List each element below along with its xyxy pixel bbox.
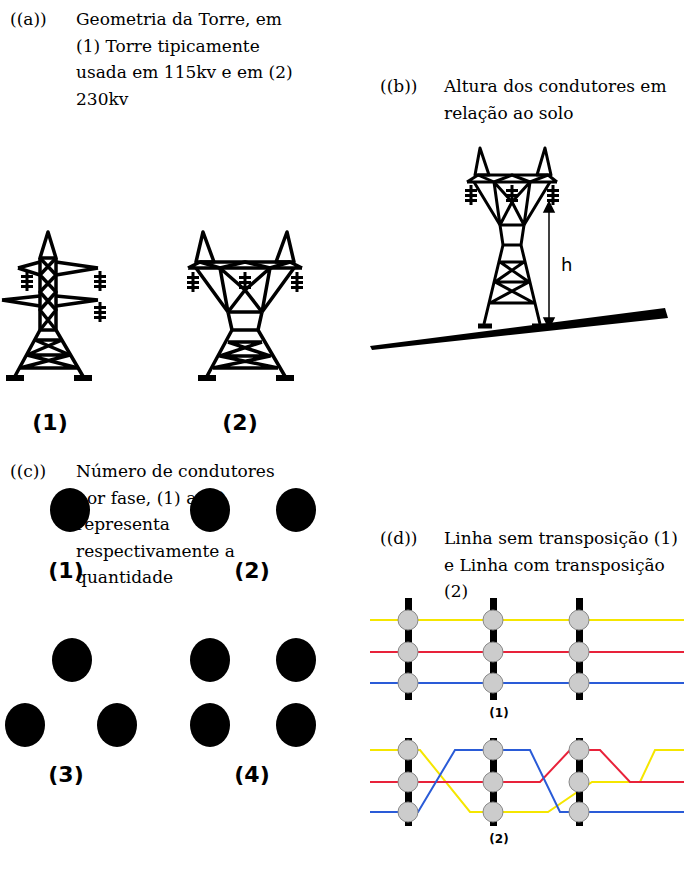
height-arrow <box>544 202 554 328</box>
ground <box>370 308 668 350</box>
caption-tag: ((c)) <box>10 458 46 485</box>
dimension-label: h <box>561 254 572 275</box>
caption-text: Número de condutores por fase, (1) a (4)… <box>76 458 308 591</box>
callout-number: (1) <box>32 410 67 435</box>
tower-230kv <box>188 232 302 378</box>
callout-number: (1) <box>489 706 508 720</box>
line-no-transposition <box>370 598 684 700</box>
caption-tag: ((d)) <box>380 525 417 552</box>
tower-height <box>467 148 557 326</box>
caption-tag: ((a)) <box>10 6 47 33</box>
caption-tag: ((b)) <box>380 73 417 100</box>
callout-number: (2) <box>489 832 508 846</box>
callout-number: (2) <box>234 558 269 583</box>
callout-number: (2) <box>222 410 257 435</box>
callout-number: (4) <box>234 762 269 787</box>
callout-number: (3) <box>48 762 83 787</box>
callout-number: (1) <box>48 558 83 583</box>
line-transposition <box>370 738 684 826</box>
caption-text: Altura dos condutores em relação ao solo <box>444 73 684 126</box>
caption-text: Geometria da Torre, em (1) Torre tipicam… <box>76 6 308 112</box>
caption-text: Linha sem transposição (1) e Linha com t… <box>444 525 682 605</box>
tower-115kv <box>2 232 98 378</box>
